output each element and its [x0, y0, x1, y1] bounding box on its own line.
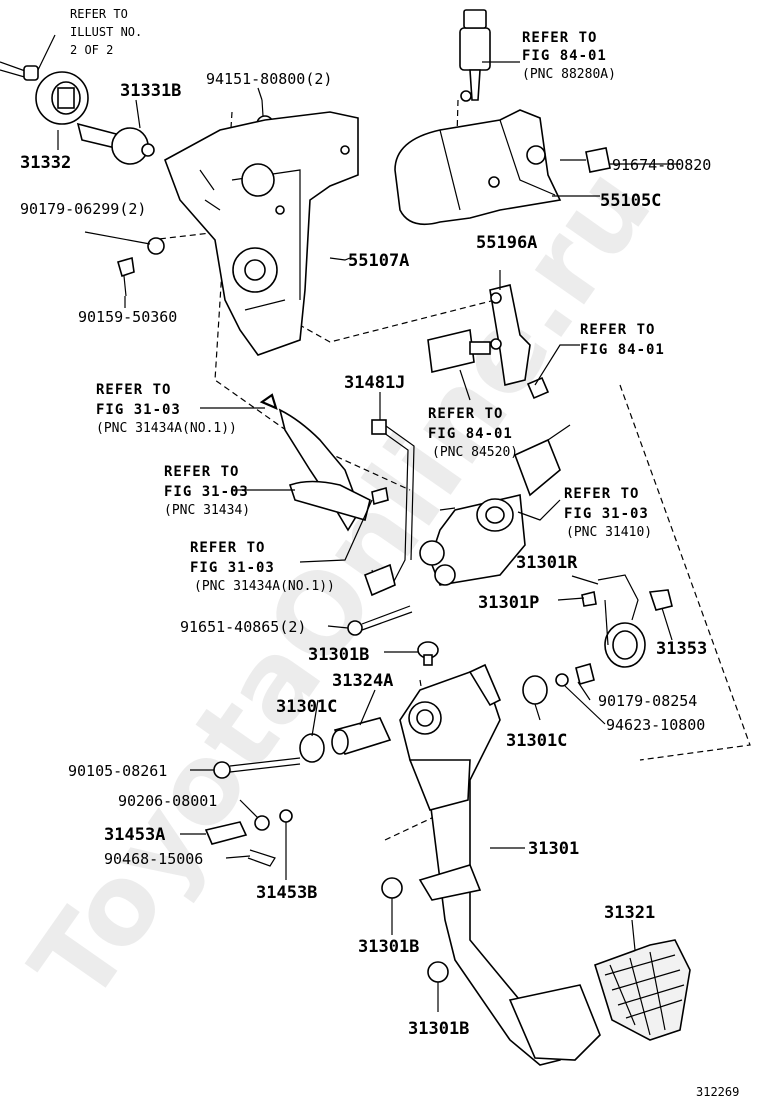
ref-fig31-b-line1: REFER TO [164, 464, 239, 480]
cable-end-31332 [0, 34, 89, 125]
nut-31353 [648, 589, 673, 611]
clevis-31453a [204, 821, 248, 845]
clip-31301p [581, 591, 597, 607]
label-31301c-b: 31301C [506, 731, 567, 751]
stopper-31301b-mid [381, 877, 403, 899]
washer-90206 [254, 815, 270, 831]
clip-90468 [247, 849, 276, 867]
ref-illust-line1: REFER TO [70, 7, 128, 21]
collar-31324a [331, 717, 392, 755]
ref-fig31-d-line1: REFER TO [190, 540, 265, 556]
hoses [259, 393, 415, 597]
bracket-55196a [427, 284, 550, 400]
ref-fig31-d-line2: FIG 31-03 [190, 560, 275, 576]
bolt-91651 [347, 605, 413, 636]
label-31301b-a: 31301B [308, 645, 369, 665]
ref-illust-line3: 2 OF 2 [70, 43, 113, 57]
label-31353: 31353 [656, 639, 707, 659]
part-labels: REFER TO ILLUST NO. 2 OF 2 31332 31331B … [20, 7, 739, 1099]
label-31453b: 31453B [256, 883, 317, 903]
bushing-31301c-left [299, 733, 325, 763]
pedal-bracket-55107a [164, 111, 359, 356]
nut-90179-06299 [147, 237, 165, 255]
ref-illust-line2: ILLUST NO. [70, 25, 142, 39]
ref-fig84-c-line3: (PNC 84520) [432, 445, 518, 460]
clutch-pedal-arm-31301 [399, 663, 601, 1066]
pivot-pin-31331b [76, 99, 155, 165]
pedal-pad-31321 [594, 939, 691, 1041]
label-31301b-b: 31301B [358, 937, 419, 957]
illustration-number: 312269 [696, 1085, 739, 1099]
label-31324a: 31324A [332, 671, 393, 691]
pin-31453b [279, 809, 293, 880]
label-31301: 31301 [528, 839, 579, 859]
label-55105c: 55105C [600, 191, 661, 211]
label-94623: 94623-10800 [606, 716, 705, 734]
label-90468: 90468-15006 [104, 850, 203, 868]
nut-90179-08254 [575, 663, 595, 685]
label-31301r: 31301R [516, 553, 578, 573]
ref-fig31-a-line3: (PNC 31434A(NO.1)) [96, 421, 237, 436]
label-94151: 94151-80800(2) [206, 70, 332, 88]
label-55107a: 55107A [348, 251, 409, 271]
bolt-90159 [117, 256, 135, 297]
ref-fig31-c-line2: FIG 31-03 [564, 506, 649, 522]
label-91651: 91651-40865(2) [180, 618, 306, 636]
ref-fig84-c-line2: FIG 84-01 [428, 426, 513, 442]
label-31453a: 31453A [104, 825, 165, 845]
master-cylinder [419, 424, 571, 586]
ref-fig31-c-line1: REFER TO [564, 486, 639, 502]
label-31331b: 31331B [120, 81, 181, 101]
label-91674: 91674-80820 [612, 156, 711, 174]
label-55196a: 55196A [476, 233, 537, 253]
label-31301c-a: 31301C [276, 697, 337, 717]
switch-88280a [459, 9, 491, 102]
label-90206: 90206-08001 [118, 792, 217, 810]
bracket-55105c [394, 109, 611, 226]
ref-fig31-d-line3: (PNC 31434A(NO.1)) [194, 579, 335, 594]
ref-fig84-c-line1: REFER TO [428, 406, 503, 422]
label-90105: 90105-08261 [68, 762, 167, 780]
ref-fig84-a-line3: (PNC 88280A) [522, 67, 616, 82]
label-31332: 31332 [20, 153, 71, 173]
stopper-31301b-top [417, 641, 439, 666]
ref-fig84-b-line2: FIG 84-01 [580, 342, 665, 358]
label-90179-06299: 90179-06299(2) [20, 200, 146, 218]
bushing-31301c-right [522, 675, 548, 705]
label-90159: 90159-50360 [78, 308, 177, 326]
label-31301b-c: 31301B [408, 1019, 469, 1039]
ref-fig84-b-line1: REFER TO [580, 322, 655, 338]
stopper-31301b-bottom [427, 961, 449, 983]
ref-fig84-a-line1: REFER TO [522, 30, 597, 46]
washer-94623 [555, 673, 569, 687]
ref-fig31-b-line2: FIG 31-03 [164, 484, 249, 500]
label-31301p: 31301P [478, 593, 539, 613]
ref-fig31-c-line3: (PNC 31410) [566, 525, 652, 540]
label-90179-08254: 90179-08254 [598, 692, 697, 710]
ref-fig84-a-line2: FIG 84-01 [522, 48, 607, 64]
ref-fig31-a-line2: FIG 31-03 [96, 402, 181, 418]
ref-fig31-a-line1: REFER TO [96, 382, 171, 398]
label-31321: 31321 [604, 903, 655, 923]
spring-31301r [597, 574, 646, 668]
leader-lines [57, 61, 680, 1012]
ref-fig31-b-line3: (PNC 31434) [164, 503, 250, 518]
label-31481j: 31481J [344, 373, 405, 393]
watermark: ToyotaOnline.ru [6, 145, 676, 1025]
